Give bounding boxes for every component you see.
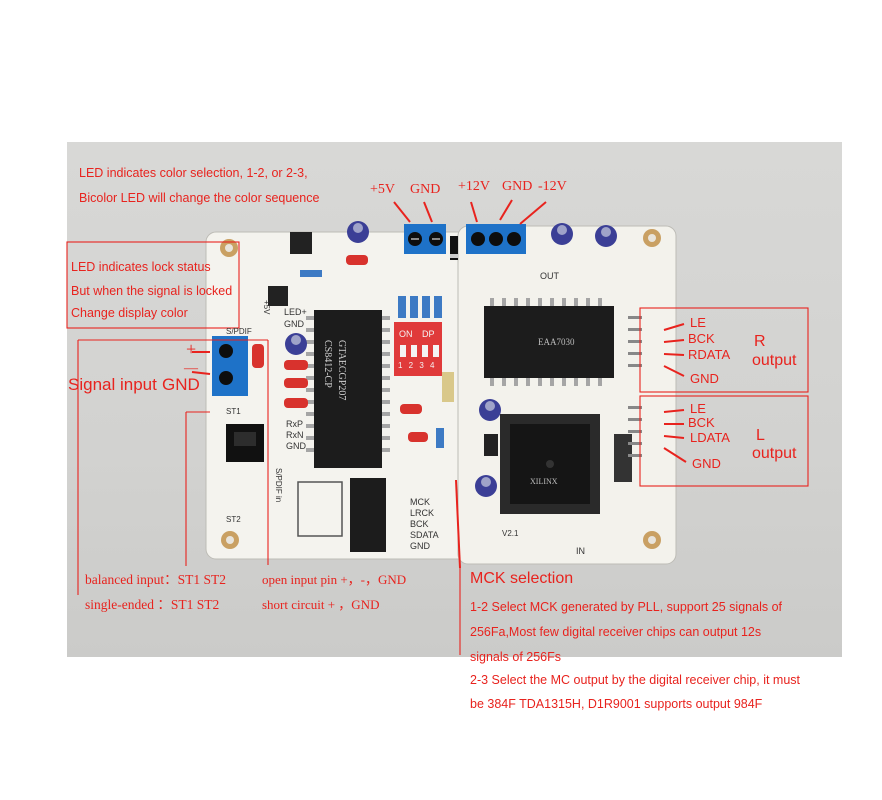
annotation-r-output-2: output (752, 352, 797, 369)
annotation-minus: — (184, 361, 198, 376)
annotation-mck-2: 256Fa,Most few digital receiver chips ca… (470, 625, 762, 639)
terminal-12v (466, 224, 526, 254)
silk-v2-1: V2.1 (502, 529, 519, 538)
annotation-mck-3: signals of 256Fs (470, 650, 562, 664)
silk-mck: MCK (410, 497, 430, 507)
silk-sdata: SDATA (410, 530, 439, 540)
annotation-r-data: RDATA (688, 347, 731, 362)
annotation-open: open input pin +，-，GND (262, 572, 407, 587)
terminal-signal-input (212, 336, 248, 396)
annotation-boxes (66, 241, 809, 655)
silk-ic-upper: EAA7030 (538, 337, 575, 347)
silk-gnd3: GND (410, 541, 430, 551)
annotation-l-bck: BCK (688, 415, 715, 430)
annotation-signal-input: Signal input (68, 375, 157, 394)
terminal-5v (404, 224, 446, 254)
silk-st1: ST1 (226, 407, 241, 416)
annotation-lock-2: But when the signal is locked (71, 284, 233, 298)
annotation-plus: + (186, 339, 197, 359)
silk-ic-lower: XILINX (530, 477, 558, 486)
annotation-r-gnd: GND (690, 371, 719, 386)
silk-lrck: LRCK (410, 508, 435, 518)
annotation-pwr-m12v: -12V (538, 179, 567, 194)
silk-rxp: RxP (286, 419, 304, 429)
dip-socket (350, 478, 386, 552)
small-ics (268, 232, 498, 456)
mounting-holes (220, 229, 661, 549)
silk-gnd2: GND (286, 441, 306, 451)
chip-cs8412 (314, 310, 382, 468)
annotation-r-output-1: R (754, 333, 766, 350)
annotation-l-output-1: L (756, 427, 765, 444)
annotation-l-gnd: GND (692, 456, 721, 471)
silk-rxn: RxN (286, 430, 304, 440)
capacitors (285, 221, 617, 497)
annotation-l-data: LDATA (690, 430, 730, 445)
annotation-lock-3: Change display color (71, 306, 188, 320)
silk-bck: BCK (410, 519, 429, 529)
annotation-pwr-12v: +12V (458, 179, 491, 194)
silk-dip-nums: 1 2 3 4 (398, 361, 437, 370)
silk-out: OUT (540, 271, 559, 281)
silk-dip-dp: DP (422, 329, 435, 339)
annotation-lock-1: LED indicates lock status (71, 260, 211, 274)
silk-gnd: GND (284, 319, 304, 329)
blue-resistors (300, 270, 444, 448)
silk-dip-on: ON (399, 329, 413, 339)
annotation-led-color-1: LED indicates color selection, 1-2, or 2… (79, 166, 308, 180)
header-output (614, 434, 632, 482)
annotation-pwr-gnd2: GND (502, 179, 533, 194)
annotation-mck-5: be 384F TDA1315H, D1R9001 supports outpu… (470, 697, 763, 711)
silk-cs-chip-2: GTAECGP207 (336, 340, 347, 401)
annotation-mck-4: 2-3 Select the MC output by the digital … (470, 673, 801, 687)
silk-led-plus: LED+ (284, 307, 307, 317)
annotation-arrows (191, 199, 687, 569)
annotation-r-le: LE (690, 315, 706, 330)
annotation-balanced: balanced input：ST1 ST2 (85, 572, 226, 587)
annotation-short: short circuit + ，GND (262, 597, 380, 612)
silk-spdif-top: S/PDIF (226, 327, 252, 336)
silk-plus5v: +5V (262, 300, 271, 315)
annotation-l-output-2: output (752, 445, 797, 462)
annotation-r-bck: BCK (688, 331, 715, 346)
annotation-led-color-2: Bicolor LED will change the color sequen… (79, 191, 320, 205)
annotation-single: single-ended ：ST1 ST2 (85, 597, 220, 612)
annotation-pwr-gnd1: GND (410, 182, 441, 197)
annotation-pwr-5v: +5V (370, 182, 396, 197)
silk-in: IN (576, 546, 585, 556)
silk-cs-chip: CS8412-CP (322, 340, 333, 388)
annotation-l-le: LE (690, 401, 706, 416)
annotation-gnd-input: GND (162, 375, 200, 394)
annotation-mck-title: MCK selection (470, 570, 574, 587)
annotation-mck-1: 1-2 Select MCK generated by PLL, support… (470, 600, 782, 614)
red-components (252, 255, 428, 442)
silk-spdif-in: S/PDIF in (274, 468, 283, 503)
silk-st2: ST2 (226, 515, 241, 524)
chip-eaa7030 (484, 306, 614, 378)
